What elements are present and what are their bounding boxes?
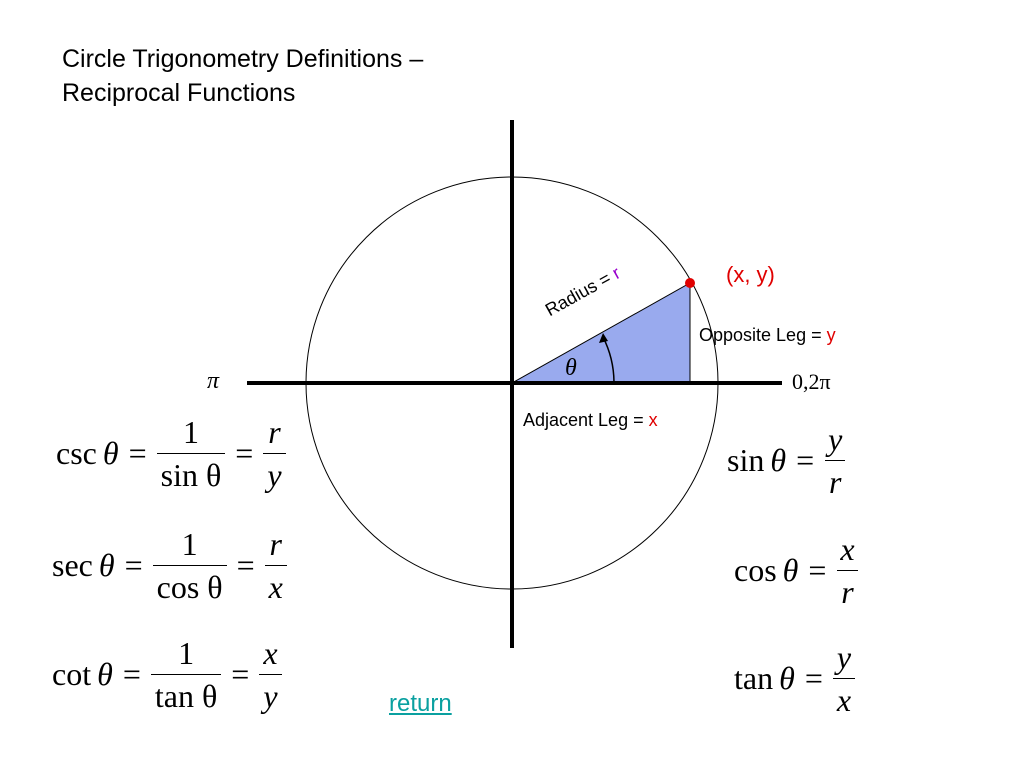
csc-equals-1: = (128, 435, 147, 471)
adjacent-label-text: Adjacent Leg = (523, 410, 649, 430)
csc-num-1: 1 (182, 414, 199, 450)
csc-den-2: y (263, 453, 286, 494)
opposite-label-text: Opposite Leg = (699, 325, 827, 345)
sin-formula: sin θ = y r (727, 420, 846, 501)
csc-equals-2: = (235, 435, 254, 471)
cot-den-2: y (259, 674, 282, 715)
sec-formula: sec θ = 1 cos θ = r x (52, 525, 287, 606)
sec-equals-2: = (236, 547, 255, 583)
opposite-var: y (826, 325, 836, 345)
sin-num: y (828, 421, 843, 457)
adjacent-var: x (648, 410, 658, 430)
page-title: Circle Trigonometry Definitions – Recipr… (62, 42, 423, 110)
opposite-leg-label: Opposite Leg = y (699, 325, 836, 346)
theta-label: θ (565, 355, 577, 381)
cos-formula: cos θ = x r (734, 530, 859, 611)
point-xy (685, 278, 695, 288)
angle-arrowhead (599, 333, 608, 343)
sin-equals: = (796, 442, 815, 478)
cos-num: x (840, 531, 855, 567)
sin-theta: θ (770, 442, 787, 478)
cos-fn: cos (734, 552, 777, 588)
cot-equals-1: = (122, 656, 141, 692)
tan-den: x (832, 678, 856, 719)
tan-equals: = (804, 660, 823, 696)
sec-den-2: x (264, 565, 287, 606)
title-line-2: Reciprocal Functions (62, 79, 296, 107)
cot-fraction-2: x y (259, 634, 282, 715)
cos-theta: θ (782, 552, 799, 588)
tan-formula: tan θ = y x (734, 638, 856, 719)
title-line-1: Circle Trigonometry Definitions – (62, 45, 424, 73)
sec-den-1: cos θ (152, 565, 227, 606)
sec-num-1: 1 (181, 526, 198, 562)
sec-theta: θ (98, 547, 115, 583)
csc-fraction-2: r y (263, 413, 286, 494)
cos-equals: = (808, 552, 827, 588)
cot-equals-2: = (231, 656, 250, 692)
tan-fn: tan (734, 660, 774, 696)
pi-label: π (207, 368, 220, 394)
csc-theta: θ (102, 435, 119, 471)
csc-fn: csc (56, 435, 97, 471)
zero-two-pi-label: 0,2π (792, 369, 831, 394)
cot-formula: cot θ = 1 tan θ = x y (52, 634, 282, 715)
cot-fraction-1: 1 tan θ (150, 634, 222, 715)
cot-theta: θ (97, 656, 113, 692)
csc-den-1: sin θ (156, 453, 226, 494)
csc-fraction-1: 1 sin θ (156, 413, 226, 494)
point-label: (x, y) (726, 262, 775, 287)
cot-den-1: tan θ (150, 674, 222, 715)
sec-fraction-1: 1 cos θ (152, 525, 227, 606)
adjacent-leg-label: Adjacent Leg = x (523, 410, 658, 431)
cos-den: r (837, 570, 858, 611)
cot-num-1: 1 (178, 635, 195, 671)
cot-fn: cot (52, 656, 92, 692)
return-link[interactable]: return (389, 690, 452, 717)
sin-den: r (824, 460, 846, 501)
sec-num-2: r (269, 526, 282, 562)
sec-equals-1: = (124, 547, 143, 583)
reference-triangle (510, 282, 691, 384)
tan-num: y (836, 639, 852, 675)
csc-formula: csc θ = 1 sin θ = r y (56, 413, 286, 494)
sec-fn: sec (52, 547, 93, 583)
csc-num-2: r (268, 414, 281, 450)
tan-fraction: y x (832, 638, 856, 719)
cos-fraction: x r (836, 530, 858, 611)
cot-num-2: x (263, 635, 278, 671)
sin-fn: sin (727, 442, 765, 478)
sin-fraction: y r (824, 420, 846, 501)
sec-fraction-2: r x (264, 525, 287, 606)
tan-theta: θ (779, 660, 795, 696)
